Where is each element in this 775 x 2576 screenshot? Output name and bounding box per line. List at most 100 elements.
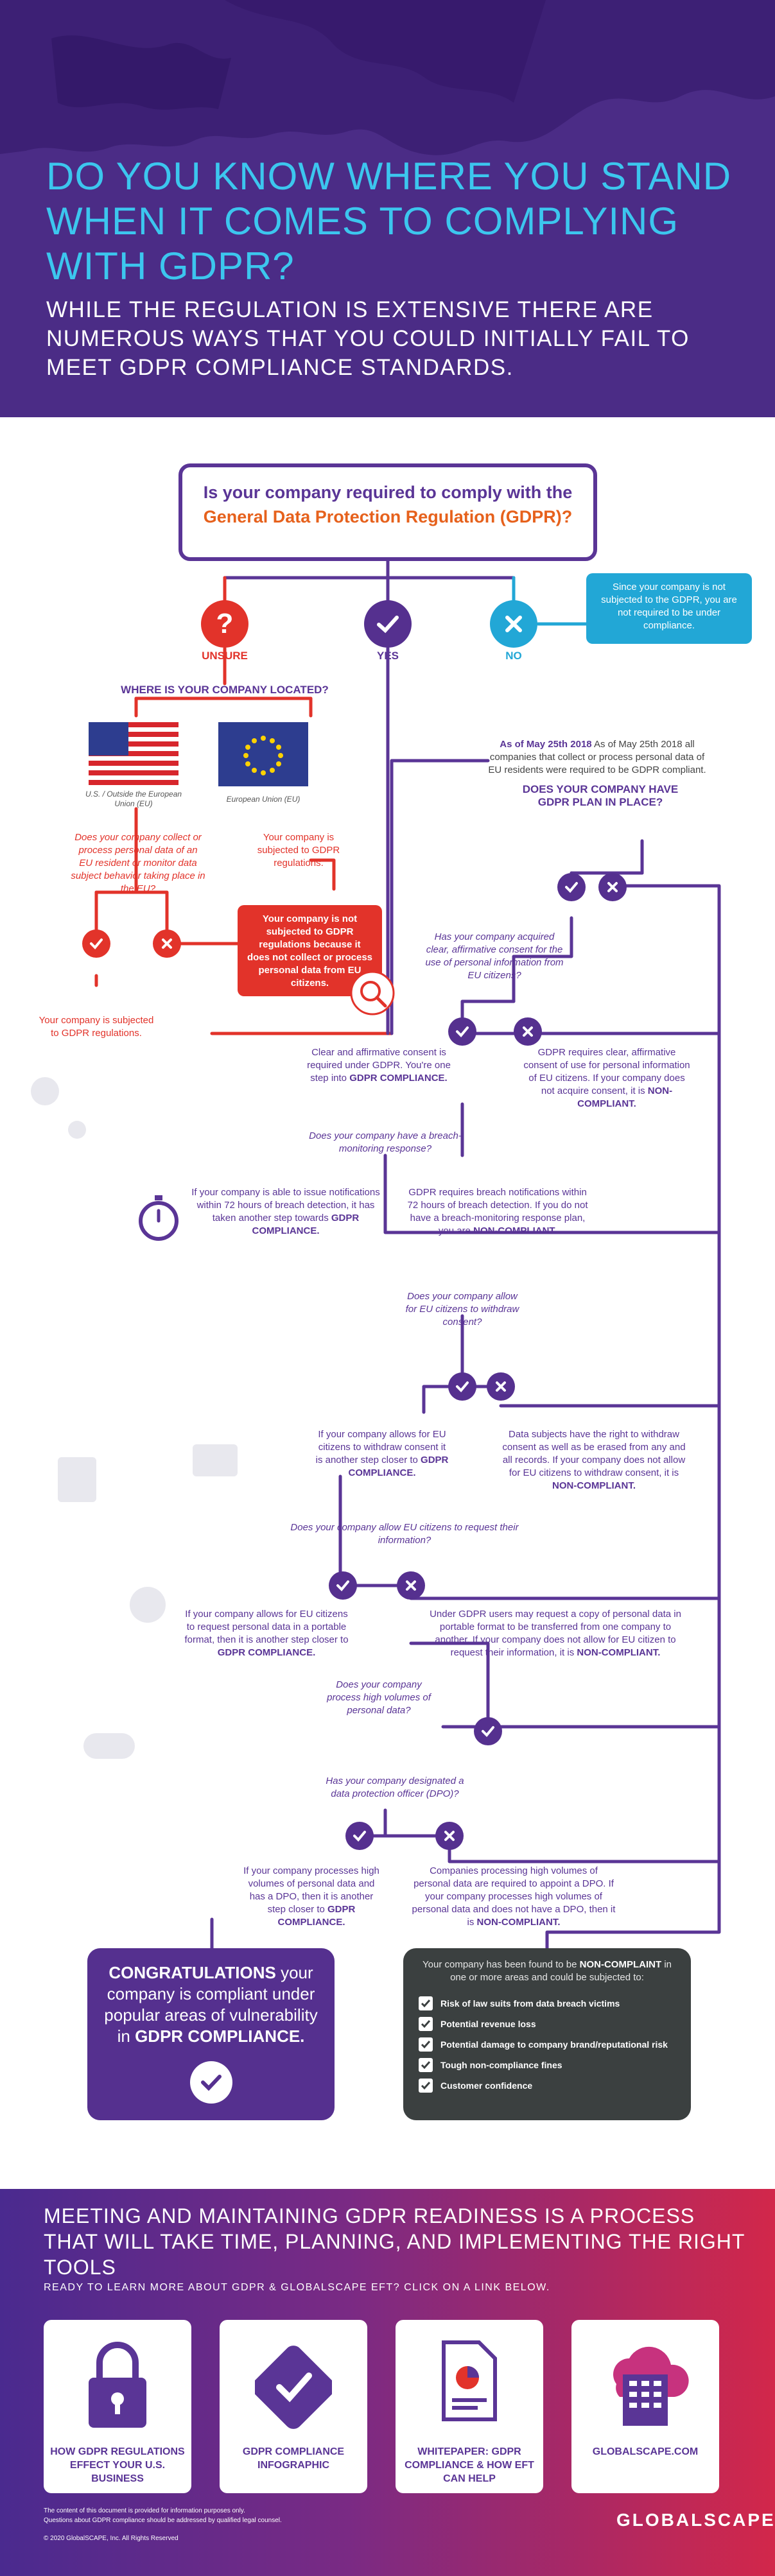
list-item: Tough non-compliance fines <box>419 2055 675 2075</box>
congrats-bold-end: GDPR COMPLIANCE. <box>135 2027 305 2046</box>
request-no-body: Under GDPR users may request a copy of p… <box>430 1609 681 1658</box>
withdraw-no-bold: NON-COMPLIANT. <box>552 1480 636 1491</box>
consent-no-x-icon <box>514 1017 542 1046</box>
list-item-label: Tough non-compliance fines <box>440 2060 562 2070</box>
list-item: Risk of law suits from data breach victi… <box>419 1993 675 2014</box>
consent-no-text: GDPR requires clear, affirmative consent… <box>523 1046 690 1111</box>
plan-no-x-icon <box>598 873 627 901</box>
us-caption: U.S. / Outside the European Union (EU) <box>85 790 182 808</box>
checkbox-icon <box>419 2037 433 2052</box>
request-question: Does your company allow EU citizens to r… <box>290 1522 519 1546</box>
document-chart-icon <box>442 2340 497 2421</box>
question-mark-icon: ? <box>201 600 248 648</box>
link-card-infographic[interactable]: GDPR COMPLIANCE INFOGRAPHIC <box>220 2320 367 2493</box>
yes-label: YES <box>376 650 399 662</box>
checkmark-icon <box>364 600 412 648</box>
dpo-no-body: Companies processing high volumes of per… <box>412 1865 616 1928</box>
question-line-2: General Data Protection Regulation (GDPR… <box>203 507 573 526</box>
may25-text: As of May 25th 2018 all companies that c… <box>488 739 706 775</box>
unsure-label: UNSURE <box>202 650 248 662</box>
consent-yes-text: Clear and affirmative consent is require… <box>302 1046 456 1085</box>
request-no-x-icon <box>397 1571 425 1600</box>
dpo-question: Has your company designated a data prote… <box>326 1776 464 1799</box>
request-yes-text: If your company allows for EU citizens t… <box>183 1608 350 1659</box>
dpo-no-text: Companies processing high volumes of per… <box>411 1865 616 1929</box>
consent-yes-bold: GDPR COMPLIANCE. <box>349 1073 448 1084</box>
request-yes-bold: GDPR COMPLIANCE. <box>217 1647 316 1658</box>
yes-check-icon <box>82 929 110 958</box>
breach-no-text: GDPR requires breach notifications withi… <box>405 1186 591 1238</box>
card-label: HOW GDPR REGULATIONS EFFECT YOUR U.S. BU… <box>50 2446 185 2484</box>
checkbox-icon <box>419 2058 433 2072</box>
consent-no-body: GDPR requires clear, affirmative consent… <box>523 1047 690 1096</box>
plan-question: DOES YOUR COMPANY HAVE GDPR PLAN IN PLAC… <box>522 783 679 808</box>
plan-yes-check-icon <box>557 873 586 901</box>
checkbox-icon <box>419 1996 433 2010</box>
congrats-message: CONGRATULATIONS your company is complian… <box>103 1962 319 2047</box>
magnifier-chart-icon <box>350 971 395 1016</box>
subheadline: WHILE THE REGULATION IS EXTENSIVE THERE … <box>46 297 690 380</box>
consent-no-bold: NON-COMPLIANT. <box>577 1085 673 1109</box>
withdraw-no-x-icon <box>487 1372 515 1401</box>
us-data-question: Does your company collect or process per… <box>71 832 205 894</box>
footer-headline: MEETING AND MAINTAINING GDPR READINESS I… <box>44 2204 745 2279</box>
dpo-yes-bold: GDPR COMPLIANCE. <box>277 1904 356 1928</box>
header-banner: DO YOU KNOW WHERE YOU STAND WHEN IT COME… <box>0 0 775 417</box>
withdraw-no-text: Data subjects have the right to withdraw… <box>501 1428 687 1492</box>
withdraw-yes-check-icon <box>448 1372 476 1401</box>
subjected-text: Your company is subjected to GDPR regula… <box>39 1015 154 1039</box>
consent-yes-check-icon <box>448 1017 476 1046</box>
list-item-label: Customer confidence <box>440 2080 533 2091</box>
link-card-whitepaper[interactable]: WHITEPAPER: GDPR COMPLIANCE & HOW EFT CA… <box>396 2320 543 2493</box>
withdraw-yes-bold: GDPR COMPLIANCE. <box>348 1455 449 1478</box>
dpo-no-bold: NON-COMPLIANT. <box>476 1917 561 1928</box>
gdpr-required-question: Is your company required to comply with … <box>179 463 597 561</box>
breach-no-body: GDPR requires breach notifications withi… <box>407 1187 588 1236</box>
intro-a: Your company has been found to be <box>422 1959 577 1970</box>
breach-yes-text: If your company is able to issue notific… <box>186 1186 385 1238</box>
stopwatch-icon <box>139 1195 179 1241</box>
europe-map-silhouette <box>0 0 775 155</box>
link-card-us-business[interactable]: HOW GDPR REGULATIONS EFFECT YOUR U.S. BU… <box>44 2320 191 2493</box>
list-item: Potential revenue loss <box>419 2014 675 2034</box>
not-subject-note: Since your company is not subjected to t… <box>586 573 752 644</box>
request-no-bold: NON-COMPLIANT. <box>577 1647 661 1658</box>
volume-question: Does your company process high volumes o… <box>327 1679 431 1716</box>
intro-bold: NON-COMPLAINT <box>579 1959 662 1970</box>
withdraw-yes-text: If your company allows for EU citizens t… <box>315 1428 449 1480</box>
list-item-label: Potential revenue loss <box>440 2019 536 2029</box>
volume-yes-check-icon <box>474 1717 502 1745</box>
checkbox-icon <box>419 2017 433 2031</box>
fine-print-1: The content of this document is provided… <box>44 2507 245 2514</box>
eu-subjected-text: Your company is subjected to GDPR regula… <box>257 832 340 869</box>
eu-flag-icon <box>218 722 308 786</box>
dpo-yes-body: If your company processes high volumes o… <box>243 1865 379 1915</box>
consent-question: Has your company acquired clear, affirma… <box>425 931 564 981</box>
list-item-label: Potential damage to company brand/reputa… <box>440 2039 668 2050</box>
breach-question: Does your company have a breach-monitori… <box>309 1130 462 1154</box>
withdraw-no-body: Data subjects have the right to withdraw… <box>502 1429 686 1478</box>
decorative-background-icons <box>31 1077 238 1759</box>
headline: DO YOU KNOW WHERE YOU STAND WHEN IT COME… <box>46 155 732 288</box>
consent-yes-body: Clear and affirmative consent is require… <box>307 1047 451 1084</box>
location-question: WHERE IS YOUR COMPANY LOCATED? <box>121 684 329 696</box>
dpo-no-x-icon <box>435 1822 464 1850</box>
request-yes-check-icon <box>329 1571 357 1600</box>
link-card-globalscape[interactable]: GLOBALSCAPE.COM <box>571 2320 719 2493</box>
flowchart-connectors <box>31 559 721 1950</box>
no-label: NO <box>505 650 522 662</box>
congratulations-box: CONGRATULATIONS your company is complian… <box>87 1948 335 2120</box>
withdraw-yes-body: If your company allows for EU citizens t… <box>315 1429 446 1465</box>
eu-caption: European Union (EU) <box>226 795 300 804</box>
card-label: WHITEPAPER: GDPR COMPLIANCE & HOW EFT CA… <box>405 2446 534 2484</box>
close-x-icon <box>490 600 537 648</box>
checkbox-icon <box>419 2079 433 2093</box>
congrats-title: CONGRATULATIONS <box>109 1963 276 1982</box>
dpo-yes-text: If your company processes high volumes o… <box>241 1865 382 1929</box>
congrats-check-icon <box>189 2061 232 2104</box>
no-x-icon <box>153 929 181 958</box>
copyright: © 2020 GlobalSCAPE, Inc. All Rights Rese… <box>44 2535 179 2542</box>
list-item-label: Risk of law suits from data breach victi… <box>440 1998 620 2009</box>
us-flag-icon <box>89 722 179 786</box>
